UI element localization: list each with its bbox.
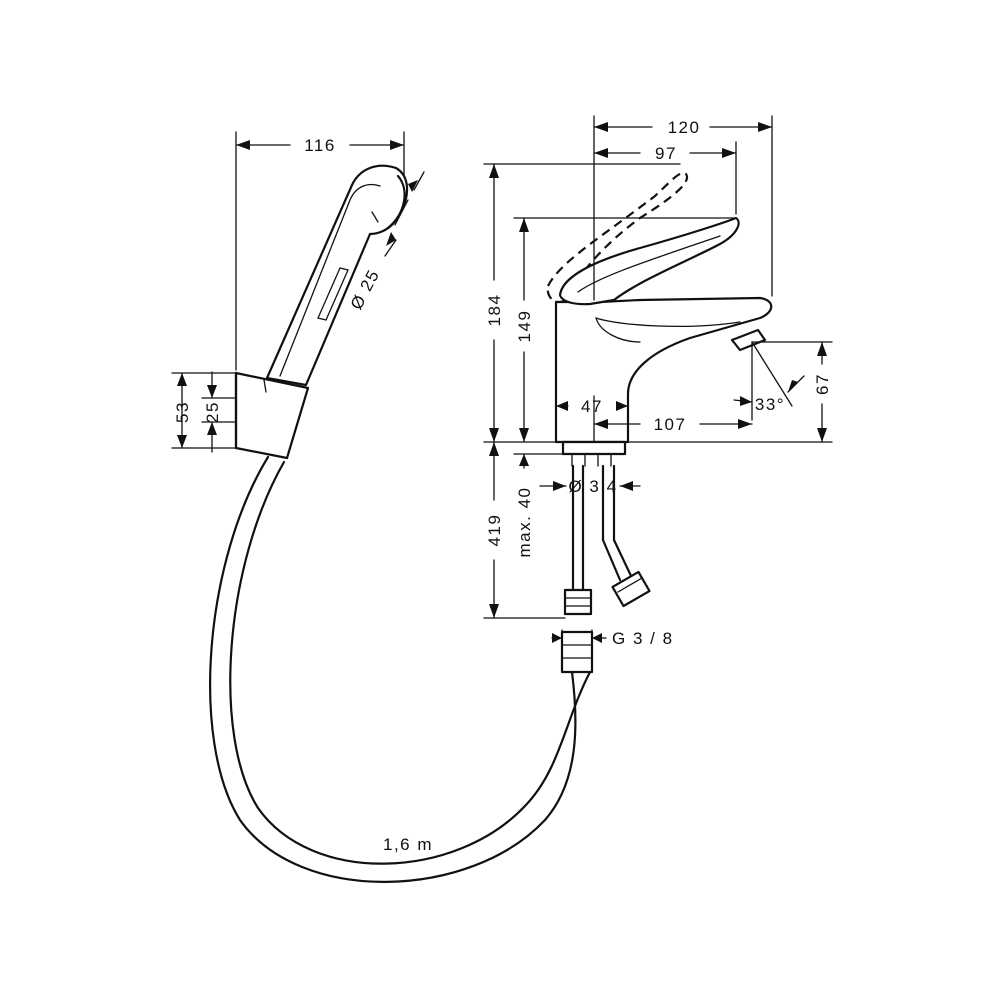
supply-connections (560, 464, 651, 674)
dimension-hole-diameter (539, 481, 641, 491)
dimension-below-deck-length (483, 441, 566, 619)
shower-holder (234, 371, 310, 460)
dim-label-holder-inner: 25 (203, 401, 222, 423)
dim-label-lever-reach: 97 (655, 144, 677, 163)
dimension-lever-reach (593, 141, 737, 215)
dimension-overall-height (483, 163, 681, 443)
dim-label-overall-depth: 120 (668, 118, 701, 137)
dim-label-spout-height: 67 (813, 373, 832, 395)
dimension-holder-height (171, 371, 237, 453)
dim-label-width: 116 (304, 136, 336, 155)
dimension-spout-height (627, 341, 833, 443)
dimension-overall-depth (593, 115, 773, 301)
dimension-connection-thread (551, 629, 607, 651)
dimension-spray-diameter (384, 171, 425, 257)
dim-label-connection-thread: G 3 / 8 (612, 629, 674, 648)
dim-label-base-offset: 47 (581, 397, 603, 416)
dimension-lever-height (513, 217, 737, 443)
dim-label-hole-diameter: Ø 3 4 (568, 477, 617, 496)
shower-hose (209, 455, 592, 883)
dimension-deck-thickness (513, 453, 564, 469)
hose-length-label: 1,6 m (383, 835, 433, 854)
dimension-spout-angle (733, 341, 805, 421)
dimension-spout-reach (593, 419, 753, 429)
dimension-base-offset (555, 395, 629, 443)
dimension-width (235, 131, 405, 371)
dim-label-spout-angle: 33° (755, 395, 785, 414)
basin-mixer (546, 171, 773, 467)
dim-label-overall-height: 184 (485, 294, 504, 327)
dim-label-lever-height: 149 (515, 310, 534, 343)
dim-label-deck-thickness: max. 40 (515, 487, 534, 558)
hand-shower (265, 164, 409, 387)
dim-label-holder-height: 53 (173, 401, 192, 423)
dim-label-below-deck-length: 419 (485, 514, 504, 547)
dim-label-spout-reach: 107 (654, 415, 687, 434)
